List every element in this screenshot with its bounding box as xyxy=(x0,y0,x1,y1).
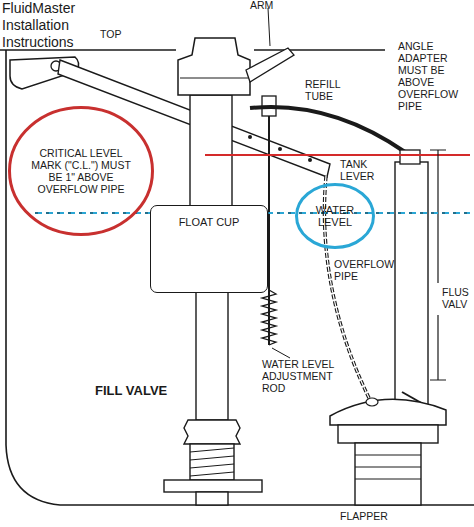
outlet-threads xyxy=(355,455,421,479)
refill-tube xyxy=(250,107,405,152)
water-level-callout-ring xyxy=(297,185,374,248)
leader-line xyxy=(268,8,270,46)
fill-valve-shaft xyxy=(196,290,228,420)
part-label: FLAPPER xyxy=(340,510,410,522)
flapper-loop xyxy=(366,398,378,406)
leader-line xyxy=(272,348,290,358)
flush-valve-seat xyxy=(338,425,438,443)
tank-rim xyxy=(254,49,385,50)
part-label: FLUS VALV xyxy=(442,286,474,310)
tank-wall xyxy=(6,50,474,505)
lever-hole xyxy=(308,158,312,162)
fill-valve-body xyxy=(190,95,232,207)
node-text: CRITICAL LEVEL MARK ("C.L.") MUST BE 1" … xyxy=(31,147,131,195)
critical-level-line xyxy=(205,154,470,156)
overflow-pipe xyxy=(395,162,428,410)
adjustment-rod xyxy=(268,116,270,345)
rod-spring xyxy=(262,290,276,345)
flush-valve-outlet xyxy=(355,443,421,505)
node-text: WATER LEVEL xyxy=(309,204,361,229)
critical-level-callout-ring xyxy=(10,108,153,235)
part-label: REFILL TUBE xyxy=(305,78,353,102)
part-label: FILL VALVE xyxy=(95,383,190,398)
shank-threads xyxy=(190,448,234,476)
fill-valve-arm xyxy=(246,48,294,82)
flush-valve-bracket xyxy=(430,150,446,380)
lever-hole xyxy=(248,135,252,139)
critical-level-callout: CRITICAL LEVEL MARK ("C.L.") MUST BE 1" … xyxy=(8,106,154,236)
flapper xyxy=(330,399,446,425)
fill-valve-nut xyxy=(184,420,240,444)
float-cup: FLOAT CUP xyxy=(150,205,268,293)
fill-valve-shank xyxy=(190,444,234,480)
node-text: FLOAT CUP xyxy=(159,216,259,229)
fill-valve-washer xyxy=(164,480,262,492)
water-level-callout: WATER LEVEL xyxy=(295,183,375,249)
part-label: WATER LEVEL ADJUSTMENT ROD xyxy=(262,358,354,394)
part-label: TOP xyxy=(100,28,140,40)
fill-valve-tail xyxy=(196,492,228,505)
part-label: TANK LEVER xyxy=(340,158,390,182)
instruction-note: ANGLE ADAPTER MUST BE ABOVE OVERFLOW PIP… xyxy=(398,40,470,112)
diagram-title: FluidMaster Installation Instructions xyxy=(2,0,114,51)
part-label: OVERFLOW PIPE xyxy=(334,258,396,282)
part-label: ARM xyxy=(250,0,290,11)
lever-hole xyxy=(278,147,282,151)
fill-valve-cap xyxy=(178,38,250,95)
angle-adapter xyxy=(400,150,420,164)
cap-seam xyxy=(180,78,248,79)
